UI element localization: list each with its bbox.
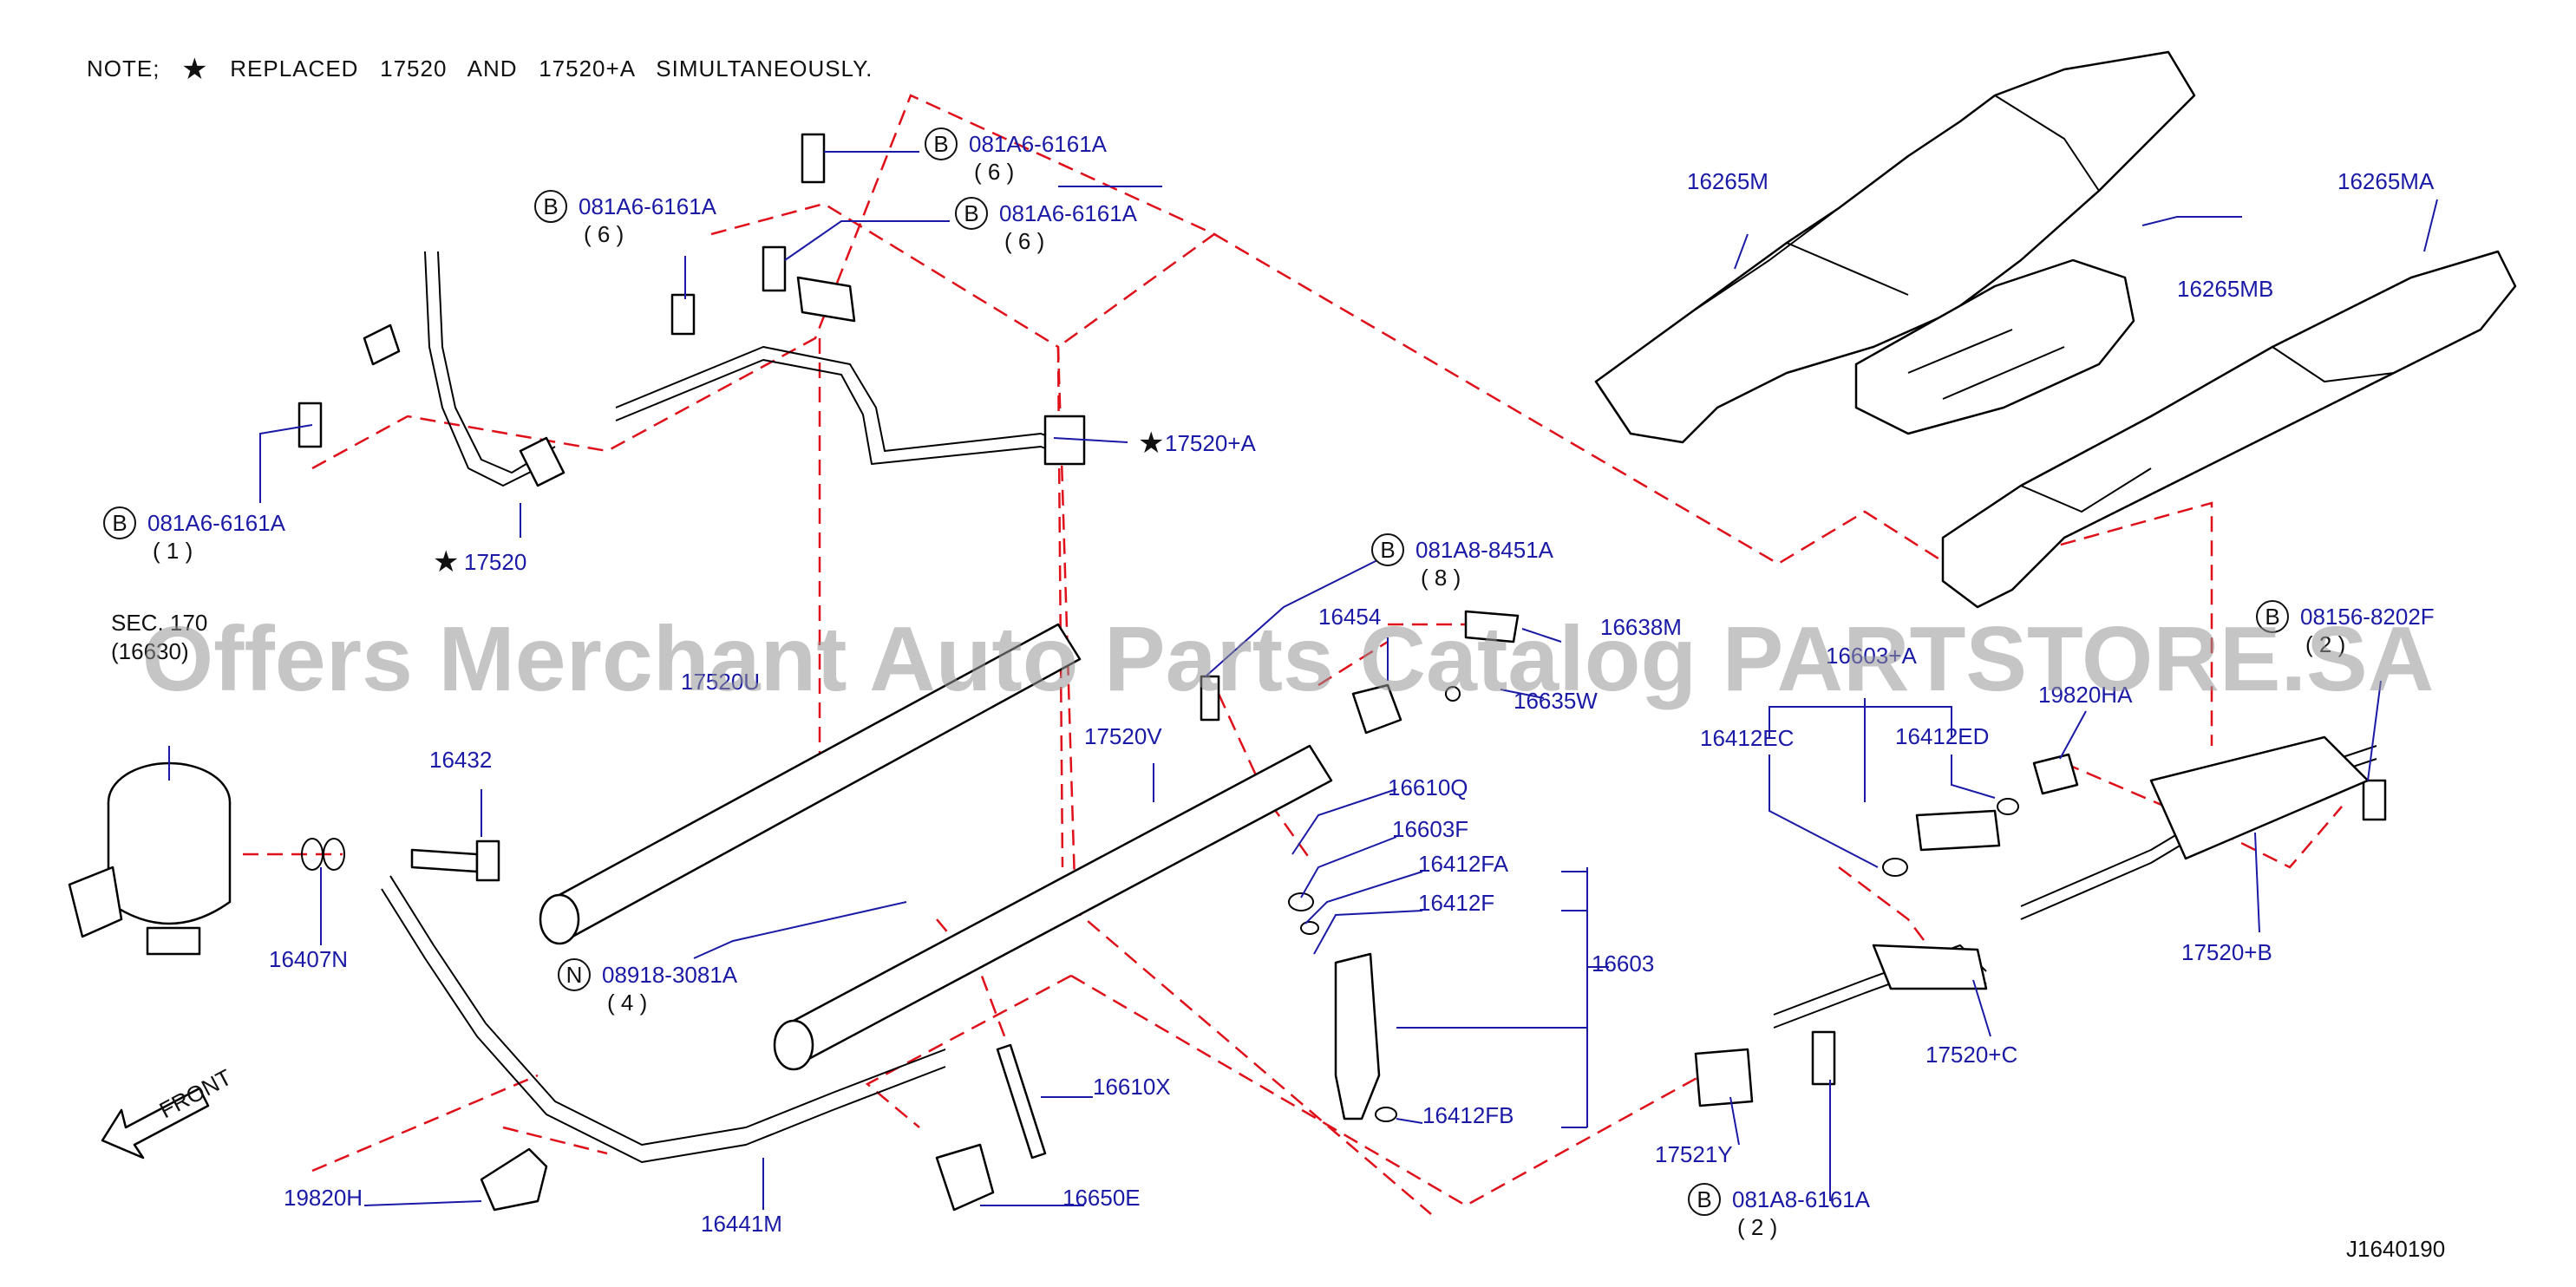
star-icon: ★	[181, 53, 209, 86]
part-label-16441m[interactable]: 16441M	[701, 1211, 782, 1237]
bolt-qty: ( 6 )	[1004, 228, 1044, 254]
part-label-17520u[interactable]: 17520U	[681, 669, 760, 695]
part-label-16603[interactable]: 16603	[1592, 951, 1654, 977]
note-prefix: NOTE;	[87, 56, 160, 82]
front-arrow-icon	[101, 1087, 210, 1160]
note-body: REPLACED 17520 AND 17520+A SIMULTANEOUSL…	[230, 56, 873, 82]
fuel-rail-17520u-shape	[545, 623, 1082, 938]
badge-letter: B	[112, 510, 127, 536]
part-label-16412f[interactable]: 16412F	[1418, 890, 1494, 916]
badge-letter: B	[1697, 1186, 1711, 1212]
leader-lines	[168, 151, 2438, 1210]
badge-letter: N	[566, 962, 583, 988]
bolt-part-label[interactable]: 08918-3081A	[602, 962, 738, 988]
badge-letter: B	[964, 200, 978, 226]
badge-circle-icon	[534, 190, 567, 223]
diagram-code: J1640190	[2346, 1236, 2446, 1262]
bolt-qty: ( 6 )	[584, 221, 624, 247]
clip-17521y-shape	[1694, 1048, 1754, 1107]
bolt-qty: ( 2 )	[2305, 631, 2345, 657]
badge-circle-icon	[1688, 1183, 1721, 1216]
star-icon: ★	[433, 546, 459, 578]
part-label-16412fb[interactable]: 16412FB	[1422, 1102, 1514, 1128]
badge-letter: B	[933, 131, 948, 157]
bolt-part-label[interactable]: 081A6-6161A	[969, 131, 1108, 157]
bolt-part-label[interactable]: 081A8-8451A	[1415, 537, 1554, 563]
part-label-17521y[interactable]: 17521Y	[1655, 1141, 1733, 1167]
badge-circle-icon	[955, 197, 988, 230]
part-label-16610x[interactable]: 16610X	[1093, 1074, 1171, 1100]
badge-circle-icon	[1371, 533, 1404, 566]
part-label-17520-a[interactable]: 17520+A	[1165, 430, 1256, 456]
part-label-16407n[interactable]: 16407N	[269, 946, 348, 972]
bolt-part-label[interactable]: 08156-8202F	[2300, 604, 2435, 630]
part-label-16265m[interactable]: 16265M	[1687, 168, 1769, 194]
bolt-qty: ( 8 )	[1421, 565, 1461, 591]
part-label-16638m[interactable]: 16638M	[1600, 614, 1682, 640]
part-label-16610q[interactable]: 16610Q	[1388, 774, 1468, 800]
badge-circle-icon	[925, 127, 958, 160]
bolt-part-label[interactable]: 081A8-6161A	[1732, 1186, 1871, 1212]
assembly-dash-lines	[243, 94, 2343, 1215]
fuel-pipe-16441m-shape	[389, 875, 946, 1146]
rod-16610x-shape	[996, 1043, 1047, 1160]
bolt-qty: ( 1 )	[153, 538, 193, 564]
injector-16603a-shape	[1915, 809, 2001, 852]
part-label-17520-b[interactable]: 17520+B	[2181, 939, 2272, 965]
fuel-tube-17520-shape	[424, 251, 556, 487]
sec-ref-line1[interactable]: SEC. 170	[111, 610, 207, 636]
clip-19820h-shape	[480, 1147, 548, 1212]
part-label-17520-c[interactable]: 17520+C	[1925, 1042, 2017, 1068]
cover-16265mb-shape	[1854, 258, 2135, 435]
part-label-16603-a[interactable]: 16603+A	[1826, 643, 1917, 669]
front-label: FRONT	[155, 1064, 236, 1124]
component-drawings	[68, 50, 2517, 1212]
clip-16650e-shape	[935, 1143, 995, 1212]
part-label-16412fa[interactable]: 16412FA	[1418, 851, 1509, 877]
badge-letter: B	[2265, 604, 2279, 630]
part-label-16454[interactable]: 16454	[1318, 604, 1381, 630]
part-label-17520v[interactable]: 17520V	[1084, 723, 1162, 749]
part-label-19820h[interactable]: 19820H	[284, 1185, 363, 1211]
star-icon: ★	[1138, 427, 1164, 460]
badge-circle-icon	[103, 506, 136, 539]
sensor-16454-shape	[1351, 683, 1402, 735]
badge-letter: B	[543, 193, 558, 219]
badge-circle-icon	[2256, 600, 2289, 633]
part-label-19820ha[interactable]: 19820HA	[2038, 682, 2133, 708]
clip-19820ha-shape	[2032, 753, 2079, 795]
part-label-16635w[interactable]: 16635W	[1514, 688, 1598, 714]
cover-16265ma-shape	[1941, 250, 2517, 609]
bolt-part-label[interactable]: 081A6-6161A	[999, 200, 1138, 226]
part-label-16265ma[interactable]: 16265MA	[2337, 168, 2435, 194]
badge-letter: B	[1380, 537, 1395, 563]
note-text: NOTE; ★ REPLACED 17520 AND 17520+A SIMUL…	[87, 52, 873, 87]
bolt-part-label[interactable]: 081A6-6161A	[147, 510, 286, 536]
bolt-qty: ( 4 )	[607, 990, 647, 1016]
part-label-16412ed[interactable]: 16412ED	[1895, 723, 1989, 749]
part-label-16650e[interactable]: 16650E	[1062, 1185, 1141, 1211]
cover-16265m-shape	[1594, 50, 2196, 444]
sec-ref-line2: (16630)	[111, 638, 189, 664]
fuel-tube-17520a-shape	[615, 346, 1076, 452]
part-label-16412ec[interactable]: 16412EC	[1700, 725, 1794, 751]
part-label-16432[interactable]: 16432	[429, 747, 492, 773]
part-label-16265mb[interactable]: 16265MB	[2177, 276, 2273, 302]
fuel-rail-17520v-shape	[779, 744, 1333, 1064]
bolt-qty: ( 6 )	[974, 159, 1014, 185]
injector-16603-shape	[1334, 952, 1381, 1120]
badge-circle-icon	[558, 958, 591, 991]
part-label-16603f[interactable]: 16603F	[1392, 816, 1468, 842]
bolt-part-label[interactable]: 081A6-6161A	[579, 193, 717, 219]
part-label-17520[interactable]: 17520	[464, 549, 526, 575]
bolt-qty: ( 2 )	[1737, 1214, 1777, 1240]
